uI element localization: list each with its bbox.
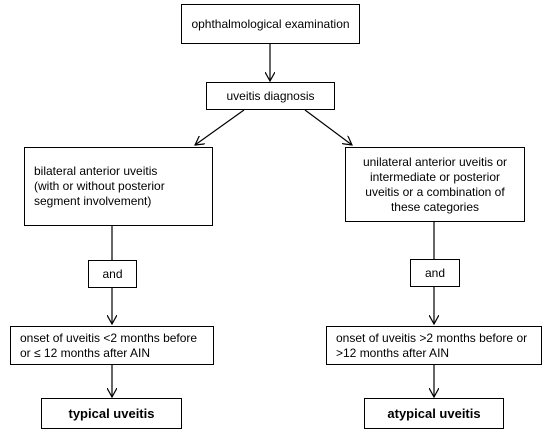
node-unilateral-anterior-uveitis: unilateral anterior uveitis or intermedi… [345,147,525,222]
node-and-left: and [88,260,137,288]
arrow-diagnosis-to-bilateral [195,109,245,145]
node-onset-left: onset of uveitis <2 months before or ≤ 1… [10,326,214,365]
node-label: unilateral anterior uveitis or intermedi… [362,154,508,214]
node-label: ophthalmological examination [191,16,350,31]
node-label: and [102,266,123,281]
node-label: onset of uveitis >2 months before or >12… [336,330,528,360]
arrow-diagnosis-to-unilateral [304,109,352,145]
node-label: bilateral anterior uveitis (with or with… [34,164,165,208]
node-label: uveitis diagnosis [226,88,315,103]
node-label: onset of uveitis <2 months before or ≤ 1… [20,330,198,360]
node-uveitis-diagnosis: uveitis diagnosis [206,82,335,110]
node-ophthalmological-examination: ophthalmological examination [181,4,360,44]
node-atypical-uveitis: atypical uveitis [364,398,504,429]
node-typical-uveitis: typical uveitis [41,398,182,429]
node-onset-right: onset of uveitis >2 months before or >12… [326,326,542,365]
node-and-right: and [410,259,460,287]
node-bilateral-anterior-uveitis: bilateral anterior uveitis (with or with… [24,147,213,226]
node-label: atypical uveitis [387,406,481,421]
node-label: typical uveitis [68,406,155,421]
node-label: and [424,265,446,280]
